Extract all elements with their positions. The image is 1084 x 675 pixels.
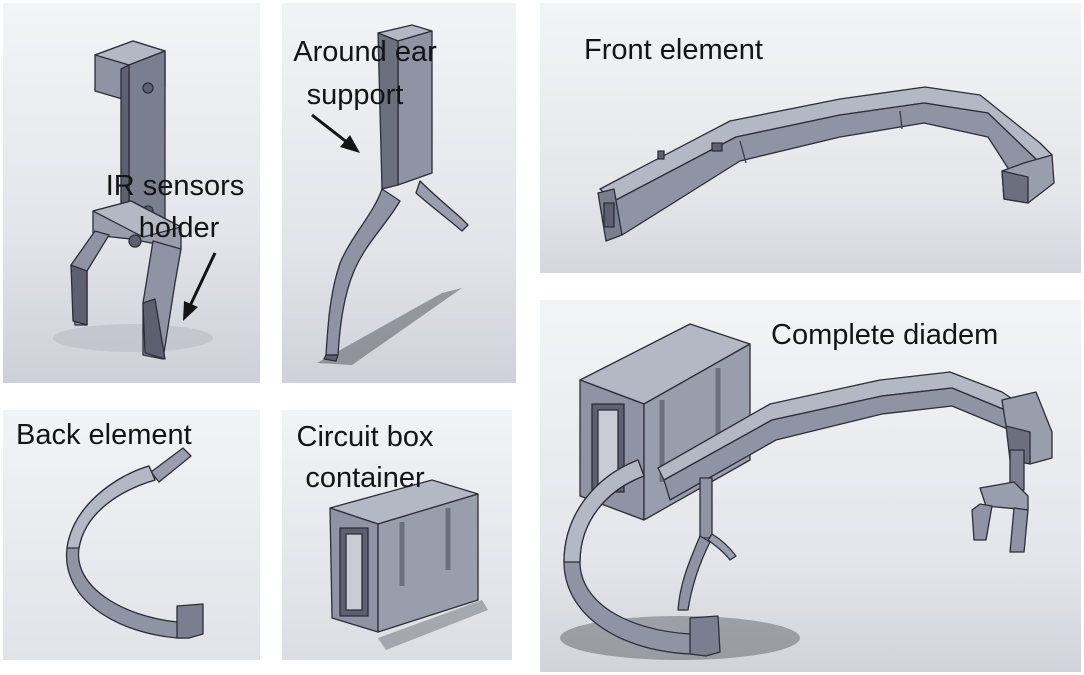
panel-complete-diadem: Complete diadem xyxy=(540,300,1081,672)
complete-diadem-render xyxy=(540,300,1081,672)
label-ir-sensors-holder-line1: IR sensors xyxy=(105,170,245,202)
label-complete-diadem: Complete diadem xyxy=(771,319,999,351)
label-circuit-box-line1: Circuit box xyxy=(296,421,434,453)
circuit-box-container-render xyxy=(282,410,512,660)
ir-sensors-holder-render xyxy=(3,3,260,383)
panel-around-ear-support: Around ear support xyxy=(282,3,516,383)
label-front-element: Front element xyxy=(584,34,763,66)
back-element-render xyxy=(3,410,260,660)
label-back-element: Back element xyxy=(16,419,192,451)
label-ir-sensors-holder-line2: holder xyxy=(138,212,220,244)
panel-back-element: Back element xyxy=(3,410,260,660)
label-around-ear-support-line1: Around ear xyxy=(293,36,437,68)
panel-ir-sensors-holder: IR sensors holder xyxy=(3,3,260,383)
around-ear-support-render xyxy=(282,3,516,383)
panel-front-element: Front element xyxy=(540,3,1081,273)
label-around-ear-support-line2: support xyxy=(306,79,404,111)
label-circuit-box-line2: container xyxy=(305,462,425,494)
panel-circuit-box-container: Circuit box container xyxy=(282,410,512,660)
front-element-render xyxy=(540,3,1081,273)
